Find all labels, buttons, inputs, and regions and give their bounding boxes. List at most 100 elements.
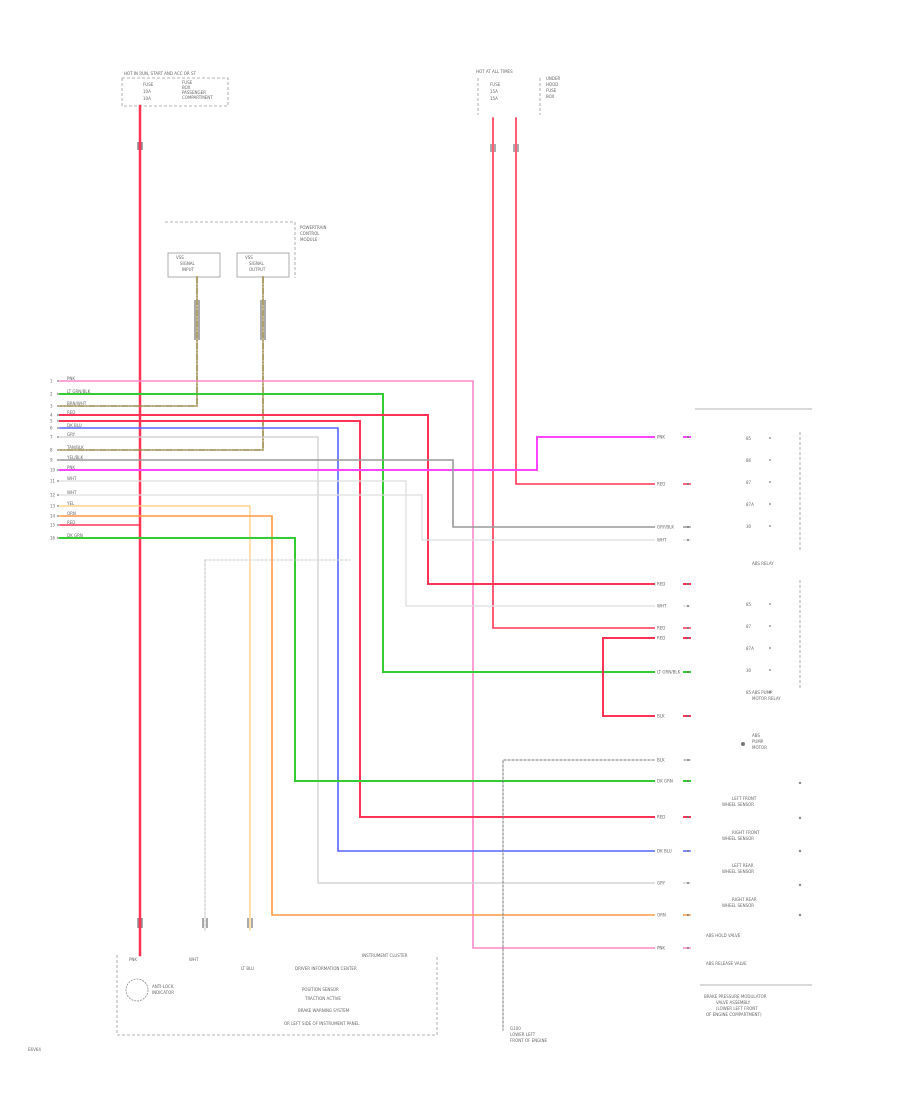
wire-ground — [502, 759, 691, 1031]
right-wire-label: BLK — [657, 758, 665, 763]
left-pin-1: 1 — [50, 379, 53, 384]
left-pin-dot — [57, 380, 59, 382]
wire-row-orange — [59, 515, 691, 916]
connector-marks — [137, 142, 519, 928]
fuse-box-top-right-side2: HOOD — [546, 82, 558, 87]
abs-lamp-line1: ANTI-LOCK — [152, 984, 174, 989]
left-pin-dot — [57, 524, 59, 526]
right-terminal-dot — [687, 605, 689, 607]
right-wire-label: LT GRN/BLK — [657, 670, 681, 675]
left-wire-label: WHT — [67, 476, 77, 481]
right-wire-label-bg — [655, 625, 683, 631]
wire-feed-right-b — [515, 117, 691, 485]
right-terminal-dot — [687, 850, 689, 852]
fuse-box-top-left-title: HOT IN RUN, START AND ACC OR ST — [124, 71, 197, 76]
right-wire-label: RED — [657, 815, 665, 820]
fuse-box-top-right-side3: FUSE — [546, 88, 557, 93]
release-valve-label: ABS RELEASE VALVE — [706, 961, 747, 966]
left-wire-label: DK BLU — [67, 423, 82, 428]
ground-g100: G100 LOWER LEFT FRONT OF ENGINE — [510, 1026, 547, 1043]
right-wire-label-bg — [655, 713, 683, 719]
cluster-wire-1: PNK — [129, 957, 137, 962]
wire-row-red2 — [59, 420, 691, 818]
wire-row-white1 — [59, 480, 691, 607]
right-wire-label: GRY/BLK — [657, 525, 674, 530]
hold-valve-label: ABS HOLD VALVE — [706, 933, 741, 938]
wheel-sensor-symbol — [798, 913, 802, 917]
right-terminal-dot — [687, 637, 689, 639]
left-pin-10: 10 — [50, 468, 56, 473]
modulator-line3: (LOWER LEFT FRONT — [716, 1006, 758, 1011]
right-wire-label: DK BLU — [657, 849, 672, 854]
fuse-box-top-right-side4: BOX — [546, 94, 555, 99]
sensor2-line1: VSS — [245, 255, 253, 260]
fuse-box-top-right-line3: 15A — [490, 96, 498, 101]
left-pin-dot — [57, 505, 59, 507]
right-wire-label-bg — [655, 669, 683, 675]
wire-row-ltgrn — [59, 393, 691, 673]
rf-sensor-line1: RIGHT FRONT — [732, 830, 760, 835]
right-wire-label-bg — [655, 757, 683, 763]
right-wire-label: BLK — [657, 714, 665, 719]
fuse-box-top-left-side1: FUSE — [182, 80, 193, 85]
ground-line3: FRONT OF ENGINE — [510, 1038, 547, 1043]
modulator-line4: OF ENGINE COMPARTMENT) — [706, 1012, 762, 1017]
ground-line2: LOWER LEFT — [510, 1032, 536, 1037]
fuse-box-top-right-line2: 15A — [490, 89, 498, 94]
lr-sensor-line2: WHEEL SENSOR — [722, 869, 754, 874]
right-terminal-dot — [687, 483, 689, 485]
wire-abs-motor — [602, 637, 691, 717]
fuse-box-top-right-side1: UNDER — [546, 76, 561, 81]
wheel-sensor-symbol — [798, 849, 802, 853]
left-pin-2: 2 — [50, 392, 53, 397]
left-pin-11: 11 — [50, 479, 56, 484]
cluster-wire-2: WHT — [189, 957, 199, 962]
cluster-line1: DRIVER INFORMATION CENTER — [295, 966, 357, 971]
relay-pin-label: 87A — [746, 646, 754, 651]
left-pin-12: 12 — [50, 493, 56, 498]
wire-sensor1 — [59, 276, 198, 407]
sensor2-line2: SIGNAL — [249, 261, 265, 266]
abs-motor-line3: MOTOR — [752, 745, 767, 750]
left-wire-label: TAN/BLK — [66, 445, 84, 450]
right-wire-label-bg — [655, 880, 683, 886]
abs-indicator-lamp — [125, 978, 149, 1002]
relay-pin-label: 86 — [746, 458, 752, 463]
abs-pump-relay-line2: MOTOR RELAY — [752, 696, 781, 701]
abs-motor-line1: ABS — [752, 733, 760, 738]
right-components: ABS RELAY ABS PUMP MOTOR RELAY ABS PUMP … — [695, 408, 812, 1017]
abs-relay-label: ABS RELAY — [752, 561, 774, 566]
right-wire-label: ORN — [657, 913, 666, 918]
right-wire-label: RED — [657, 636, 665, 641]
right-terminal-dot — [687, 882, 689, 884]
right-terminal-dot — [687, 816, 689, 818]
right-terminal-dot — [687, 627, 689, 629]
modulator-line1: BRAKE PRESSURE MODULATOR — [704, 994, 767, 999]
left-pin-dot — [57, 436, 59, 438]
left-pin-7: 7 — [50, 435, 53, 440]
right-wire-label: DK GRN — [657, 779, 673, 784]
left-pin-8: 8 — [50, 448, 53, 453]
wheel-sensor-symbol — [798, 883, 802, 887]
fuse-box-top-left-line3: 10A — [143, 96, 151, 101]
cluster-line2: POSITION SENSOR — [302, 987, 339, 992]
relay-pin-label: 85 — [746, 690, 752, 695]
right-wire-label-bg — [655, 814, 683, 820]
relay-contact-dot — [769, 669, 771, 671]
wire-row-red1 — [59, 414, 691, 585]
left-wire-label: PNK — [67, 376, 75, 381]
relay-contact-dot — [769, 503, 771, 505]
relay-contact-dot — [769, 647, 771, 649]
fuse-box-top-left-side4: COMPARTMENT — [182, 95, 213, 100]
relay-pin-label: 87 — [746, 480, 752, 485]
cluster-line3: TRACTION ACTIVE — [304, 996, 341, 1001]
abs-lamp-line2: INDICATOR — [152, 990, 174, 995]
left-wire-label: PNK — [67, 465, 75, 470]
left-wire-label: DK GRN — [67, 533, 83, 538]
right-terminal-dot — [687, 759, 689, 761]
right-wire-label: RED — [657, 582, 665, 587]
